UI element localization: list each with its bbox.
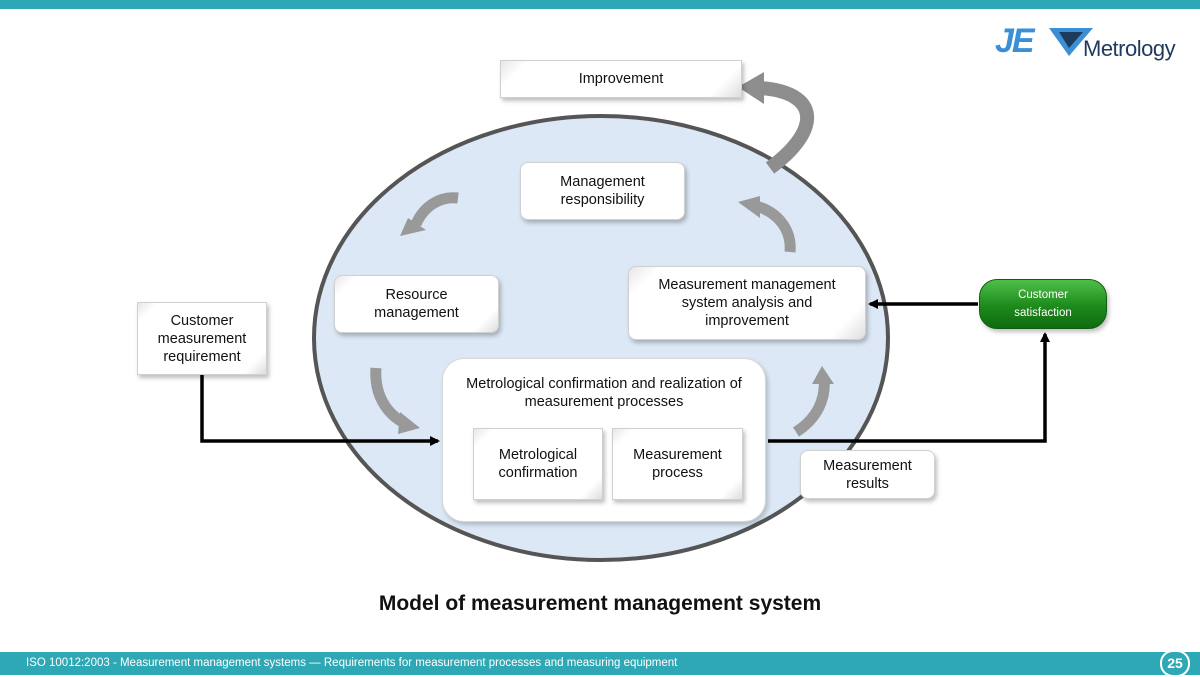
logo-mark: JE (995, 22, 1035, 60)
slide-caption: Model of measurement management system (378, 592, 822, 615)
cycle-arrow-top-left (400, 192, 459, 236)
measurement-results-label: Measurement results (823, 457, 912, 492)
requirement-to-realization-arrow (200, 374, 440, 446)
customer-requirement-label: Customer measurement requirement (157, 312, 247, 365)
realization-title: Metrological confirmation and realizatio… (466, 376, 742, 410)
cycle-arrow-top-right (738, 196, 796, 253)
top-accent-bar (0, 0, 1200, 9)
customer-requirement-box: Customer measurement requirement (137, 302, 267, 375)
improvement-label: Improvement (578, 71, 664, 87)
footer-text: ISO 10012:2003 - Measurement management … (26, 657, 678, 669)
jev-metrology-logo: JE Metrology (995, 22, 1180, 64)
resource-management-label: Resource management (374, 287, 459, 321)
resource-management-box: Resource management (334, 275, 499, 333)
footer-bar: ISO 10012:2003 - Measurement management … (0, 650, 1200, 677)
logo-v-icon (1049, 28, 1093, 56)
improvement-curve-arrow (759, 81, 815, 174)
cycle-arrow-bottom-left (370, 367, 420, 434)
improvement-arrowhead (738, 72, 764, 104)
customer-satisfaction-label: Customer satisfaction (1014, 289, 1072, 319)
management-responsibility-box: Management responsibility (520, 162, 685, 220)
management-responsibility-label: Management responsibility (560, 174, 645, 208)
metrological-confirmation-box: Metrological confirmation (473, 428, 603, 500)
measurement-process-label: Measurement process (633, 447, 722, 481)
measurement-results-box: Measurement results (800, 450, 935, 499)
analysis-improvement-box: Measurement management system analysis a… (628, 266, 866, 340)
page-number-badge: 25 (1160, 650, 1190, 677)
logo-word: Metrology (1083, 36, 1176, 61)
customer-satisfaction-box: Customer satisfaction (979, 279, 1107, 329)
metrological-confirmation-label: Metrological confirmation (498, 447, 578, 481)
improvement-box: Improvement (500, 60, 742, 98)
measurement-process-box: Measurement process (612, 428, 743, 500)
analysis-improvement-label: Measurement management system analysis a… (658, 277, 836, 329)
results-to-satisfaction-arrow (768, 332, 1050, 443)
cycle-arrow-bottom-right (792, 366, 834, 437)
